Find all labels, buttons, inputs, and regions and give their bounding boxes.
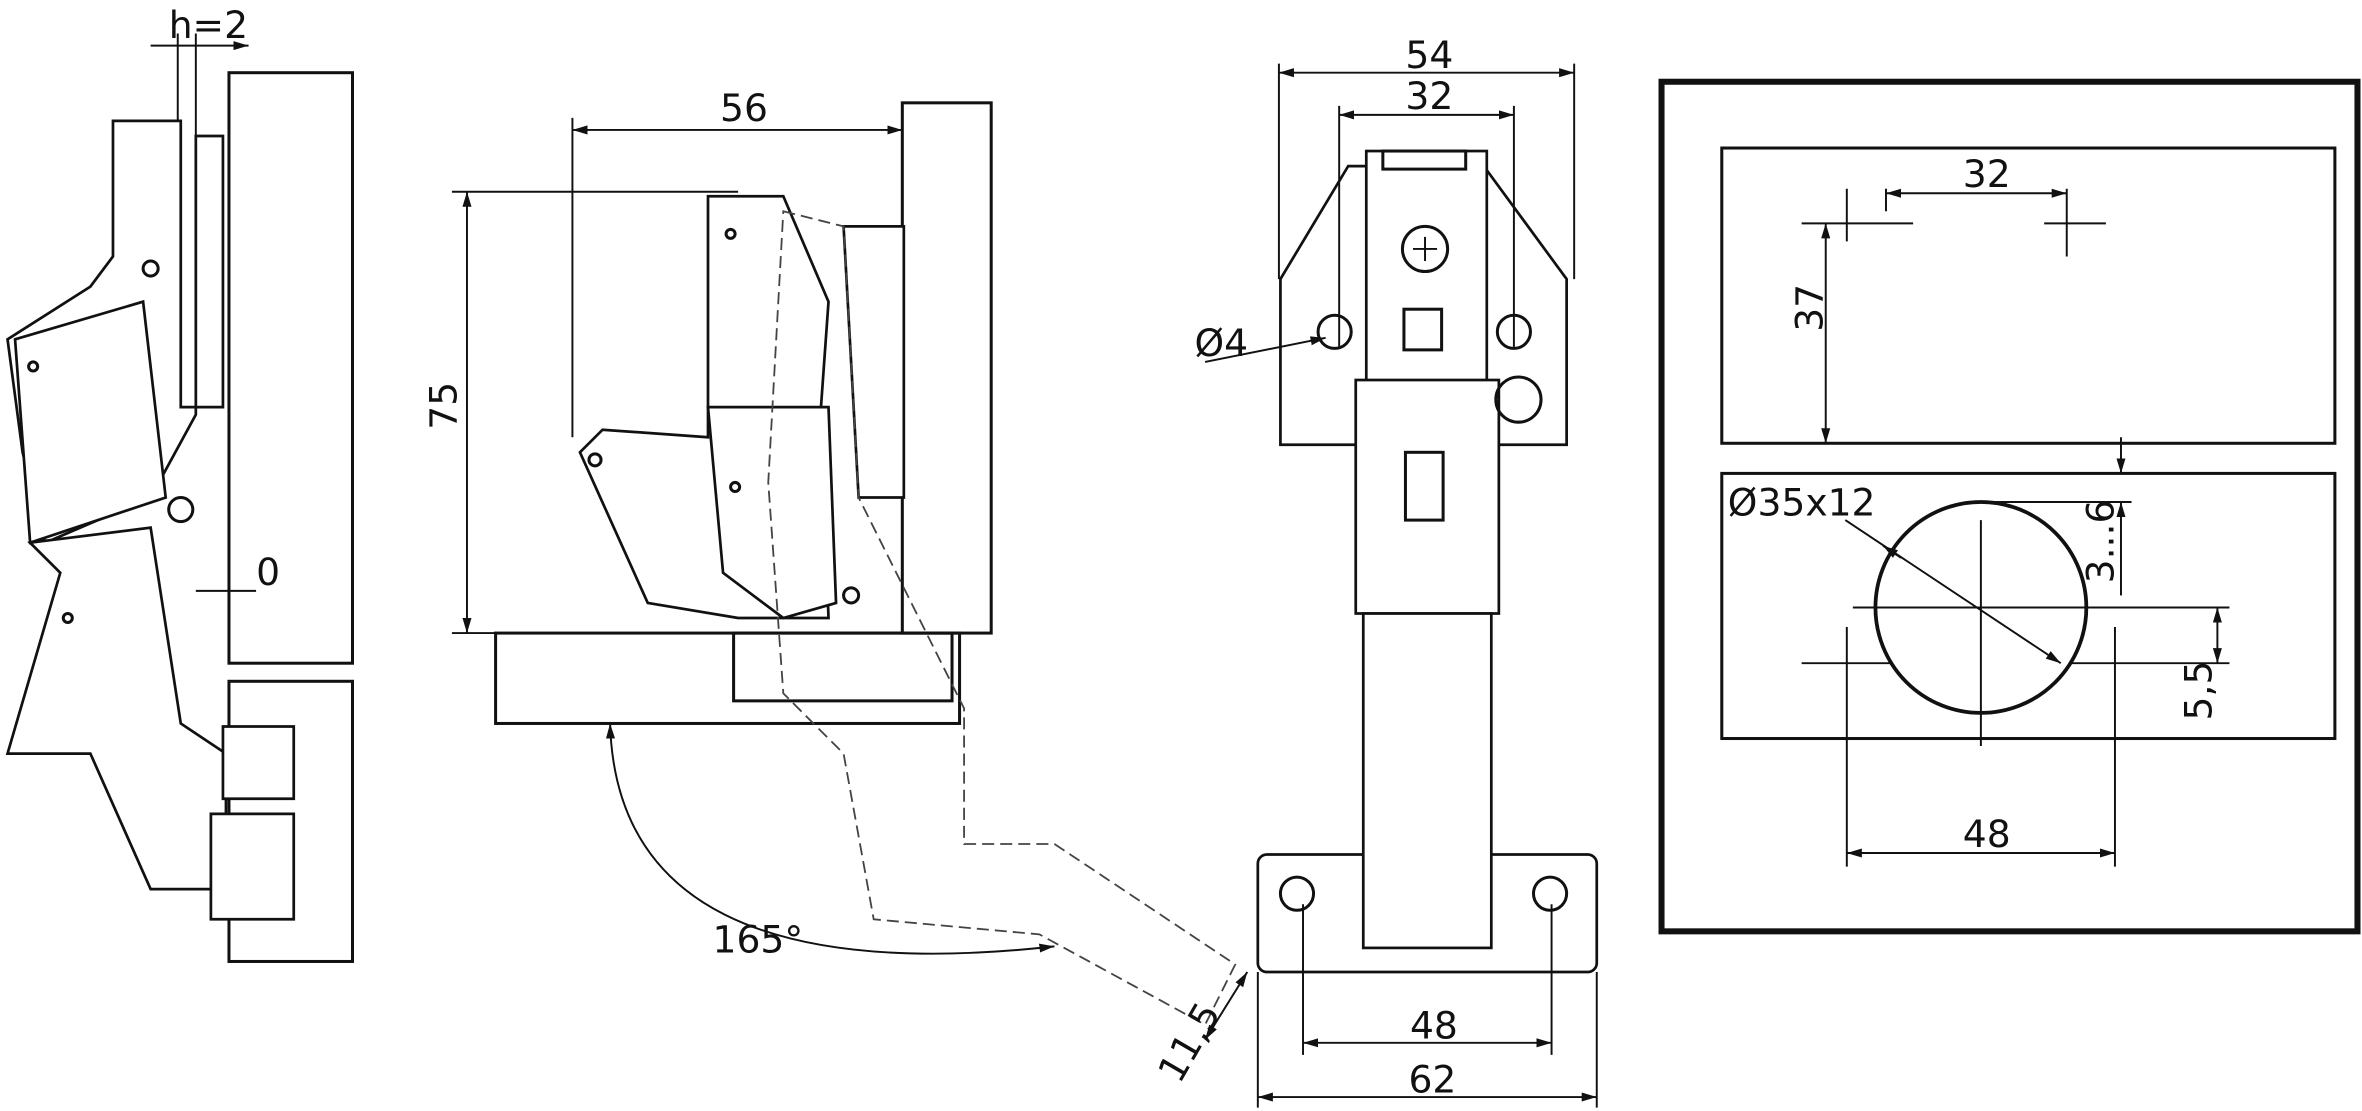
gap-label: 0: [256, 550, 280, 594]
overlay-label: h=2: [169, 3, 248, 47]
plate-width-label: 62: [1408, 1058, 1456, 1102]
top-spacing-label: 32: [1963, 152, 2011, 196]
bottom-spacing-label: 48: [1963, 812, 2011, 856]
angle-label: 165°: [713, 917, 804, 961]
front-view: 54 32 Ø4 48 62: [1195, 33, 1599, 1108]
cup-label: Ø35x12: [1728, 481, 1876, 525]
hole-label: Ø4: [1195, 321, 1249, 365]
height-label: 75: [421, 382, 465, 430]
width-inner-label: 32: [1405, 74, 1453, 118]
offset-label: 5,5: [2176, 661, 2220, 721]
side-view-closed: h=2 0: [5, 3, 354, 963]
edge-distance-label: 3...6: [2078, 500, 2122, 584]
plate-holes-label: 48: [1410, 1003, 1458, 1047]
drilling-template: 32 37 Ø35x12 3...6 5,5 48: [1658, 78, 2361, 935]
offset-label: 11,5: [1149, 995, 1229, 1090]
top-height-label: 37: [1788, 284, 1832, 332]
depth-label: 56: [720, 86, 768, 130]
side-view-open: 56 75 165° 11,5: [421, 86, 1249, 1090]
width-outer-label: 54: [1405, 33, 1453, 77]
